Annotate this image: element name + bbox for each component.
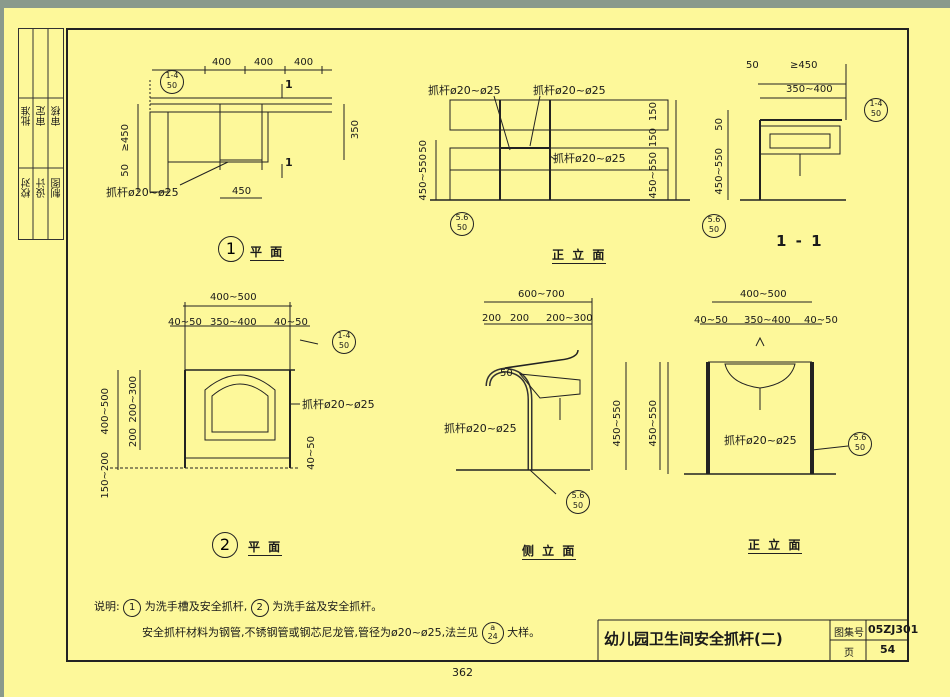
title-block-lines [597,619,909,660]
elev1-dim-left-a: 50 [418,140,429,153]
elev2-dim-mid-1: 40~50 [694,315,728,326]
elev1-drawing [430,95,690,201]
elev2-bar-label: 抓杆ø20~ø25 [724,434,797,447]
plan2-dim-mid-1: 40~50 [168,317,202,328]
notes-text-1: 为洗手槽及安全抓杆, [144,600,248,613]
plan2-drawing [110,302,319,470]
sect1-detail-ref-a: 1-4 50 [864,98,888,122]
side2-detail-ref: 5.6 50 [566,490,590,514]
sect1-drawing [727,64,847,201]
plan1-section-mark-bottom: 1 [285,156,293,169]
notes-ref-2: 2 [250,599,269,617]
plan1-caption-number: 1 [218,236,244,262]
sect1-dim-left-a: 50 [714,118,725,131]
plan2-dim-mid-3: 40~50 [274,317,308,328]
elev1-dim-right-a: 150 [648,102,659,122]
page-number: 362 [452,666,473,679]
title-block-title: 幼儿园卫生间安全抓杆(二) [604,630,783,648]
plan2-bar-label: 抓杆ø20~ø25 [302,398,375,411]
plan1-dim-bottom: 450 [232,186,252,197]
plan2-dim-left-2: 200~300 [128,376,139,423]
elev1-bar-label-a: 抓杆ø20~ø25 [428,84,501,97]
elev2-detail-ref: 5.6 50 [848,432,872,456]
plan1-bar-label: 抓杆ø20~ø25 [106,186,179,199]
elev1-dim-left-b: 450~550 [418,154,429,201]
notes-ref-1: 1 [123,599,142,617]
sect1-caption: 1 - 1 [776,232,824,250]
elev2-dim-mid-2: 350~400 [744,315,791,326]
elev1-bar-label-b: 抓杆ø20~ø25 [533,84,606,97]
side2-dim-2: 200 [510,313,530,324]
plan2-dim-left-3: 200 [128,428,139,448]
side2-dim-small: 50 [500,368,513,379]
side2-drawing [456,298,661,495]
signature-strip-grid [18,28,64,240]
plan1-section-mark-top: 1 [285,78,293,91]
title-block-page-value: 54 [880,643,896,656]
plan1-detail-ref: 1-4 50 [160,70,184,94]
sect1-dim-top-2: ≥450 [790,60,818,71]
drawing-sheet [4,8,950,697]
notes-flange-ref: a 24 [481,622,504,644]
elev2-dim-total: 400~500 [740,289,787,300]
elev1-dim-right-b: 150 [648,128,659,148]
plan2-caption: 平 面 [248,540,283,556]
plan1-dim-right: 350 [350,120,361,140]
title-block-atlas-value: 05ZJ301 [868,623,919,636]
side2-dim-3: 200~300 [546,313,593,324]
plan2-dim-left-1: 400~500 [100,388,111,435]
plan2-dim-total: 400~500 [210,292,257,303]
plan2-dim-right: 40~50 [306,436,317,470]
plan2-dim-mid-2: 350~400 [210,317,257,328]
notes-line-2: 安全抓杆材料为钢管,不锈钢管或钢芯尼龙管,管径为ø20~ø25,法兰见 a 24… [142,622,540,644]
sect1-detail-ref-b: 5.6 50 [702,214,726,238]
sect1-dim-top-1: 50 [746,60,759,71]
plan1-drawing [137,66,345,199]
plan2-dim-left-4: 150~200 [100,452,111,499]
notes-text-3: 安全抓杆材料为钢管,不锈钢管或钢芯尼龙管,管径为ø20~ø25,法兰见 [142,626,479,639]
notes-line-1: 说明: 1 为洗手槽及安全抓杆, 2 为洗手盆及安全抓杆。 [94,598,382,617]
elev1-bar-label-c: 抓杆ø20~ø25 [553,152,626,165]
side2-dim-1: 200 [482,313,502,324]
sect1-dim-left-b: 450~550 [714,148,725,195]
elev1-detail-ref: 5.6 50 [450,212,474,236]
side2-dim-right: 450~550 [612,400,623,447]
plan1-dim-top-2: 400 [254,57,274,68]
plan2-caption-number: 2 [212,532,238,558]
plan1-dim-top-1: 400 [212,57,232,68]
drawing-frame [66,28,909,662]
sect1-dim-top-3: 350~400 [786,84,833,95]
elev1-dim-right-c: 450~550 [648,152,659,199]
side2-bar-label: 抓杆ø20~ø25 [444,422,517,435]
side2-dim-total: 600~700 [518,289,565,300]
plan1-dim-top-3: 400 [294,57,314,68]
elev2-drawing [667,301,849,475]
elev2-dim-mid-3: 40~50 [804,315,838,326]
notes-text-2: 为洗手盆及安全抓杆。 [272,600,383,613]
title-block-atlas-label: 图集号 [834,628,864,639]
title-block-page-label: 页 [844,648,854,659]
signature-strip: 批准 审定 审核 校对 设计 制图 [18,28,64,240]
plan1-caption: 平 面 [250,245,285,261]
plan1-dim-left-small: 50 [120,164,131,177]
notes-lead: 说明: [94,600,120,613]
elev2-caption: 正 立 面 [748,538,803,554]
notes-text-4: 大样。 [507,626,541,639]
plan2-detail-ref: 1-4 50 [332,330,356,354]
elev1-caption: 正 立 面 [552,248,607,264]
side2-caption: 侧 立 面 [522,544,577,560]
elev2-dim-left: 450~550 [648,400,659,447]
plan1-dim-left: ≥450 [120,124,131,152]
